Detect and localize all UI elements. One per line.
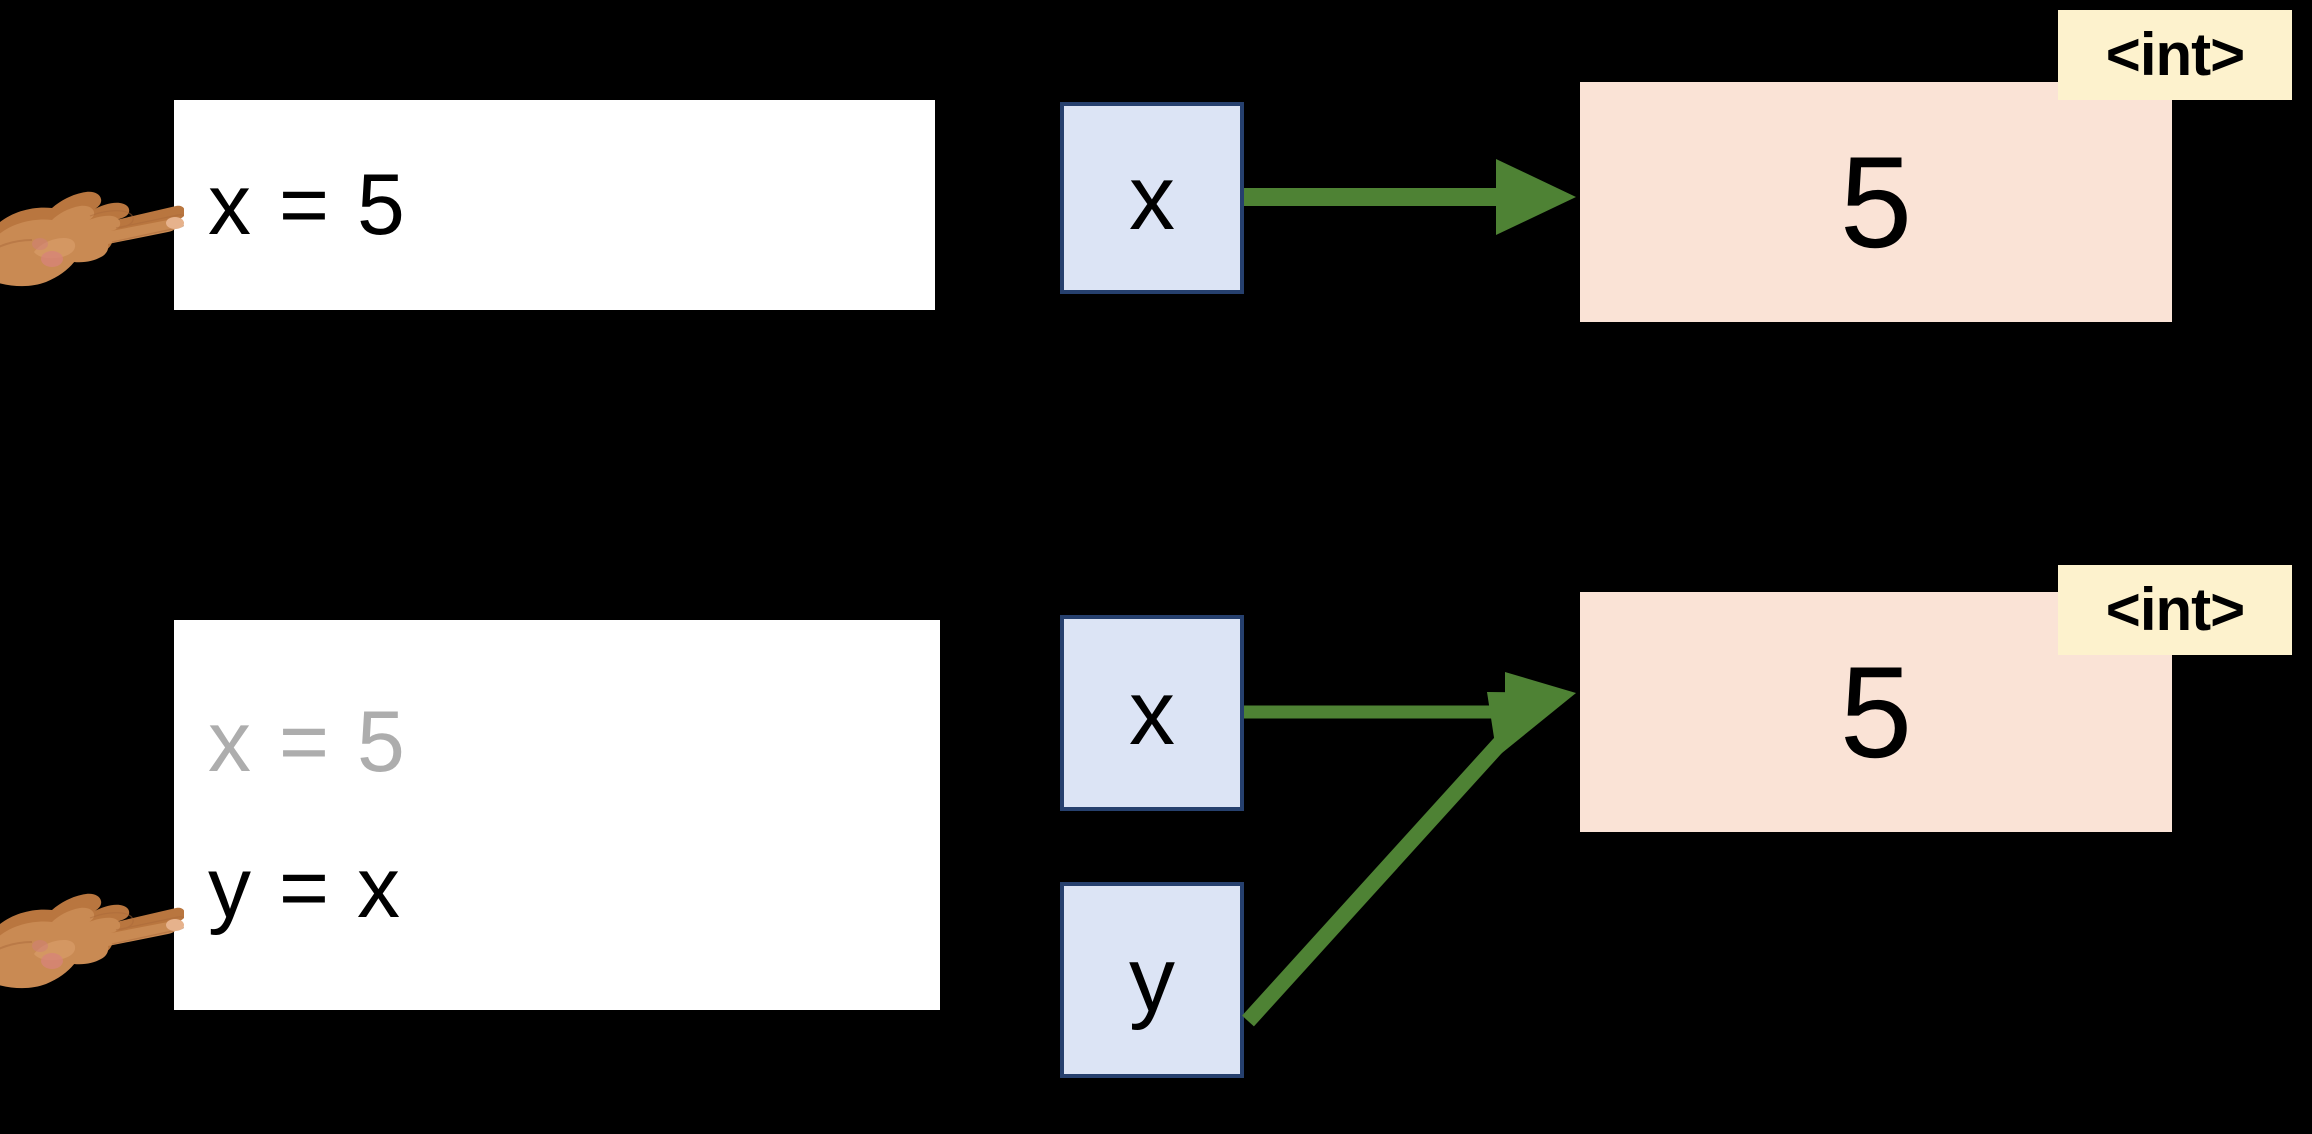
value-literal: 5 bbox=[1839, 129, 1913, 275]
code-line-previous: x = 5 bbox=[208, 694, 407, 790]
type-tag: <int> bbox=[2058, 565, 2292, 655]
type-tag-label: <int> bbox=[2105, 576, 2245, 643]
pointing-hand-icon bbox=[0, 191, 184, 287]
type-tag-label: <int> bbox=[2105, 21, 2245, 88]
reference-arrow-x-to-value bbox=[1244, 672, 1576, 737]
value-literal: 5 bbox=[1839, 639, 1913, 785]
code-line-current: y = x bbox=[208, 840, 403, 936]
code-card-step-1: x = 5 bbox=[174, 100, 935, 310]
variable-name: x bbox=[1129, 662, 1175, 764]
reference-arrow-y-to-value bbox=[1242, 692, 1576, 1027]
reference-arrow-x-to-value bbox=[1244, 159, 1576, 235]
type-tag: <int> bbox=[2058, 10, 2292, 100]
variable-box-x: x bbox=[1060, 102, 1244, 294]
variable-name: x bbox=[1129, 147, 1175, 249]
value-box: 5 bbox=[1580, 82, 2172, 322]
variable-box-x: x bbox=[1060, 615, 1244, 811]
pointing-hand-icon bbox=[0, 893, 184, 989]
code-line: x = 5 bbox=[208, 157, 407, 253]
code-card-step-2: x = 5 y = x bbox=[174, 620, 940, 1010]
variable-box-y: y bbox=[1060, 882, 1244, 1078]
variable-name: y bbox=[1129, 929, 1175, 1031]
